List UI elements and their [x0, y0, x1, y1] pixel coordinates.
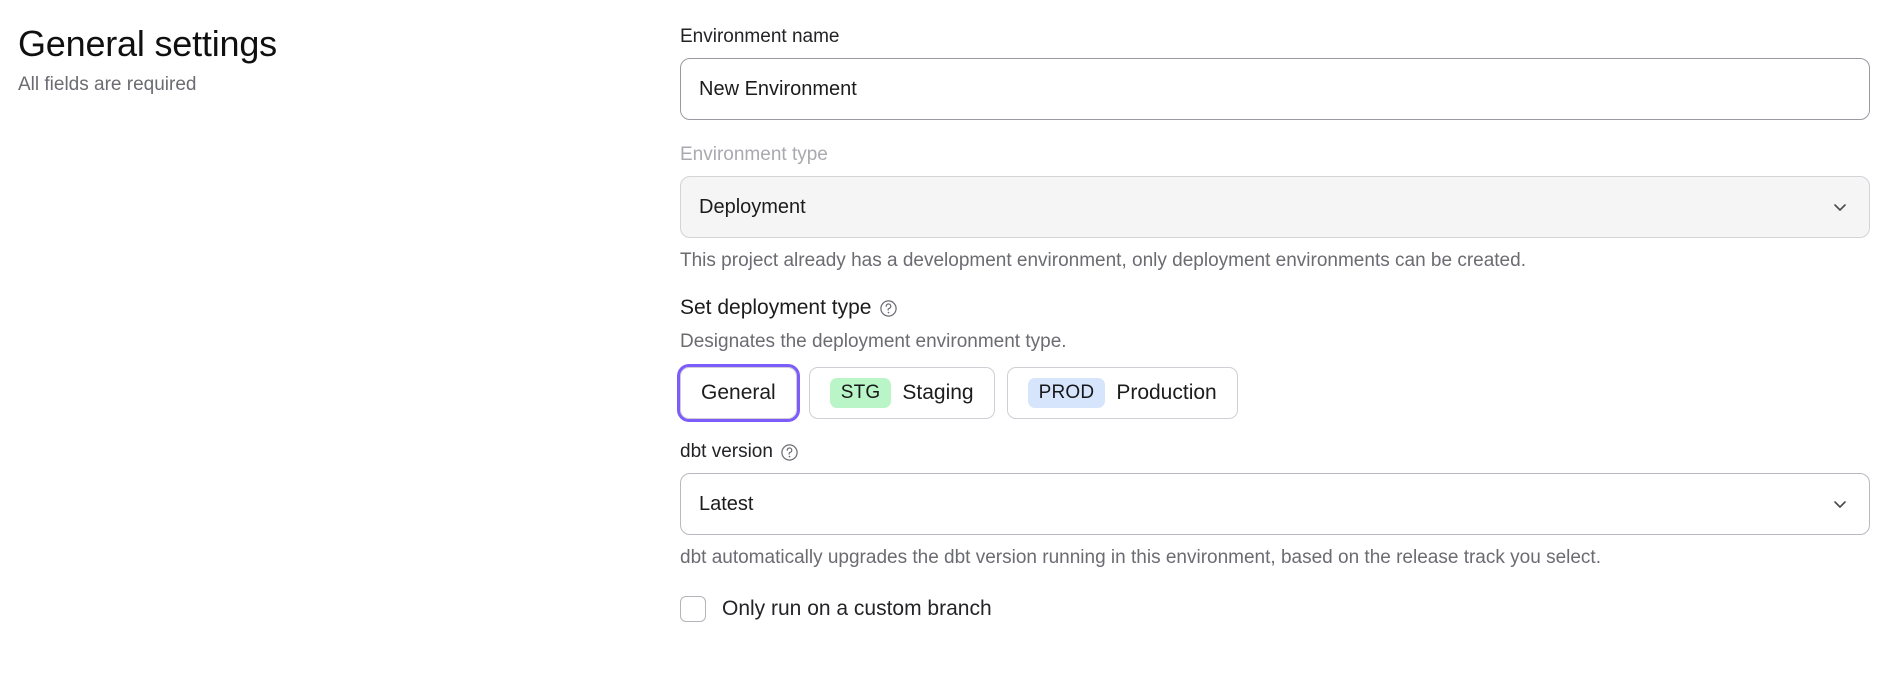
custom-branch-label[interactable]: Only run on a custom branch — [722, 597, 992, 620]
dbt-version-selected-value: Latest — [699, 492, 754, 515]
environment-type-selected-value: Deployment — [699, 195, 806, 218]
environment-type-select-wrap: Deployment — [680, 176, 1870, 238]
deployment-type-description: Designates the deployment environment ty… — [680, 331, 1067, 352]
environment-name-field: Environment name — [680, 24, 1870, 120]
page-subtitle: All fields are required — [18, 74, 197, 95]
production-badge: PROD — [1027, 378, 1106, 408]
deployment-type-heading: Set deployment type — [680, 296, 872, 319]
dbt-version-select[interactable]: Latest — [680, 473, 1870, 535]
settings-form-column: Environment name Environment type Deploy… — [680, 0, 1890, 623]
deployment-type-options: General STG Staging PROD Production — [680, 367, 1870, 419]
environment-name-input[interactable] — [680, 58, 1870, 120]
deployment-type-option-production[interactable]: PROD Production — [1006, 367, 1238, 419]
staging-badge: STG — [829, 378, 892, 408]
settings-intro-column: General settings All fields are required — [0, 0, 680, 98]
deployment-type-option-production-label: Production — [1116, 381, 1217, 404]
deployment-type-option-staging-label: Staging — [902, 381, 974, 404]
environment-type-helper-text: This project already has a development e… — [680, 250, 1526, 271]
environment-type-select[interactable]: Deployment — [680, 176, 1870, 238]
question-circle-icon[interactable] — [879, 299, 898, 318]
environment-name-label: Environment name — [680, 26, 840, 47]
deployment-type-option-general[interactable]: General — [680, 367, 797, 419]
deployment-type-option-staging[interactable]: STG Staging — [808, 367, 995, 419]
custom-branch-checkbox[interactable] — [680, 596, 706, 622]
dbt-version-select-wrap: Latest — [680, 473, 1870, 535]
dbt-version-label: dbt version — [680, 441, 773, 462]
dbt-version-label-row: dbt version — [680, 439, 1870, 465]
environment-type-label: Environment type — [680, 144, 828, 165]
dbt-version-helper-text: dbt automatically upgrades the dbt versi… — [680, 547, 1601, 568]
deployment-type-field: Set deployment type Designates the deplo… — [680, 294, 1870, 419]
deployment-type-heading-row: Set deployment type — [680, 294, 1870, 322]
dbt-version-field: dbt version Latest — [680, 439, 1870, 571]
deployment-type-option-general-label: General — [701, 381, 776, 404]
question-circle-icon[interactable] — [780, 443, 799, 462]
page-title: General settings — [18, 23, 277, 64]
environment-type-field: Environment type Deployment This project… — [680, 142, 1870, 274]
custom-branch-row: Only run on a custom branch — [680, 595, 1870, 623]
